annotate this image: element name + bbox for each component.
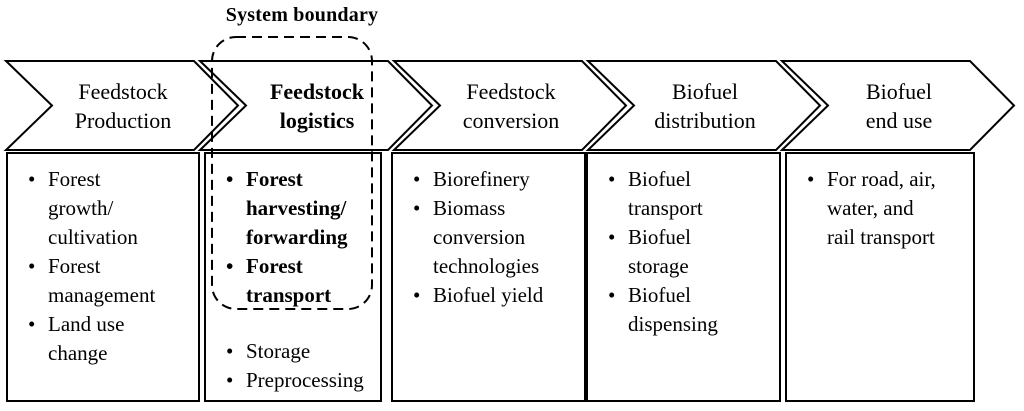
stage-label-feedstock-conversion: Feedstock conversion [462,78,560,133]
stage-box-feedstock-logistics: Forest harvesting/ forwarding Forest tra… [204,152,382,402]
stage-box-biofuel-distribution: Biofuel transport Biofuel storage Biofue… [586,152,781,402]
list-item: Forest management [8,252,198,310]
stage-box-biofuel-end-use: For road, air, water, and rail transport [785,152,975,402]
list-item: For road, air, water, and rail transport [787,165,973,252]
stage-label-biofuel-distribution: Biofuel distribution [654,78,756,133]
stage-box-feedstock-production: Forest growth/ cultivation Forest manage… [6,152,200,402]
list-item: Land use change [8,310,198,368]
list-item: Biofuel yield [393,281,584,310]
list-item: Forest growth/ cultivation [8,165,198,252]
stage-label-feedstock-logistics: Feedstock logistics [269,78,365,133]
system-boundary-label: System boundary [225,4,379,26]
stage-label-biofuel-end-use: Biofuel end use [865,78,933,133]
stage-label-feedstock-production: Feedstock Production [74,78,172,133]
list-item: Storage [206,337,380,366]
stage-items-feedstock-logistics: Forest harvesting/ forwarding Forest tra… [206,165,380,395]
list-item: Preprocessing [206,366,380,395]
stage-items-biofuel-distribution: Biofuel transport Biofuel storage Biofue… [588,165,779,339]
stage-items-feedstock-production: Forest growth/ cultivation Forest manage… [8,165,198,368]
list-item: Biomass conversion technologies [393,194,584,281]
list-item: Biorefinery [393,165,584,194]
list-item: Forest harvesting/ forwarding [206,165,380,252]
stage-items-feedstock-conversion: Biorefinery Biomass conversion technolog… [393,165,584,310]
list-item: Biofuel storage [588,223,779,281]
list-item: Forest transport [206,252,380,310]
stage-box-feedstock-conversion: Biorefinery Biomass conversion technolog… [391,152,586,402]
stage-items-biofuel-end-use: For road, air, water, and rail transport [787,165,973,252]
list-item: Biofuel transport [588,165,779,223]
list-item: Biofuel dispensing [588,281,779,339]
